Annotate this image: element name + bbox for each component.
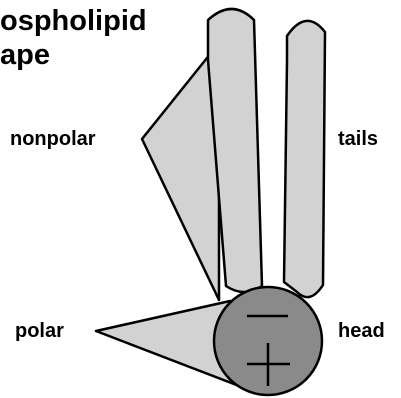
nonpolar-pointer-triangle — [142, 43, 219, 300]
label-polar: polar — [15, 320, 64, 342]
label-head: head — [338, 320, 385, 342]
label-tails: tails — [338, 128, 378, 150]
label-nonpolar: nonpolar — [10, 128, 96, 150]
right-tail — [284, 21, 325, 297]
title-line-1: ospholipid — [0, 5, 147, 37]
title-line-2: ape — [0, 39, 50, 71]
